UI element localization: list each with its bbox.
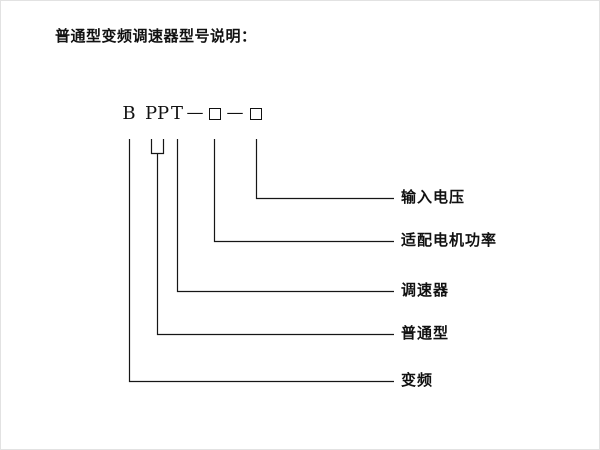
code-letter-p1: P [144, 103, 158, 124]
label-speed-controller: 调速器 [401, 282, 450, 299]
code-letter-b: B [122, 103, 136, 124]
leader-line-frequency [128, 139, 394, 383]
label-motor-power: 适配电机功率 [401, 232, 498, 249]
leader-line-motor-power [213, 139, 394, 243]
label-ordinary-type: 普通型 [401, 325, 450, 342]
leader-line-input-voltage [255, 139, 394, 200]
label-input-voltage: 输入电压 [401, 189, 466, 206]
code-letter-t: T [170, 103, 183, 124]
code-box-input-voltage [250, 108, 262, 120]
code-dash-2: — [226, 103, 244, 123]
leader-line-speed-controller [176, 139, 394, 293]
code-letter-p2: P [156, 103, 170, 124]
code-dash-1: — [186, 103, 204, 123]
leader-line-ordinary-type [150, 139, 394, 336]
page-title: 普通型变频调速器型号说明： [55, 28, 257, 45]
label-frequency: 变频 [401, 372, 434, 389]
code-box-motor-power [209, 108, 221, 120]
